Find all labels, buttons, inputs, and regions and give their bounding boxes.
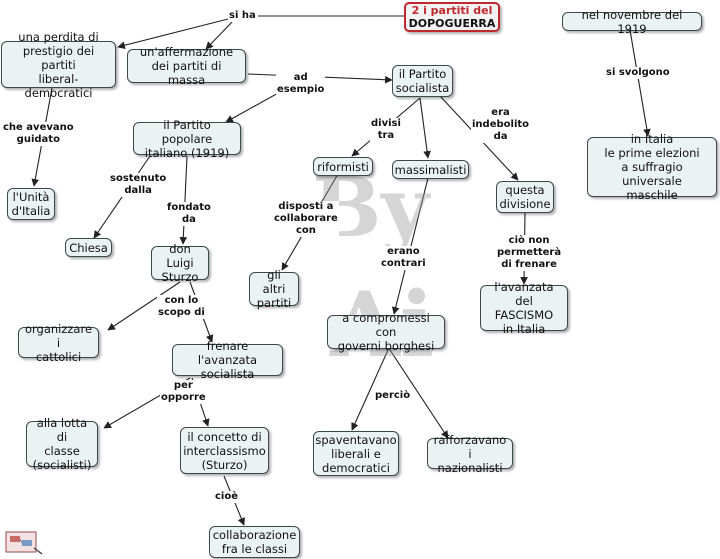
title-line-1: 2 i partiti del xyxy=(411,4,493,17)
link-cioe: cioè xyxy=(214,491,240,503)
link-sostenuto-dalla: sostenuto dalla xyxy=(109,173,168,197)
node-lotta-di-classe[interactable]: alla lotta di classe (socialisti) xyxy=(26,416,98,472)
link-erano-contrari: erano contrari xyxy=(380,246,427,270)
node-novembre-1919[interactable]: nel novembre del 1919 xyxy=(562,8,702,36)
node-chiesa[interactable]: Chiesa xyxy=(65,238,112,257)
cmap-logo-icon xyxy=(5,531,43,555)
node-massimalisti[interactable]: massimalisti xyxy=(392,160,469,179)
link-divisi-tra: divisi tra xyxy=(370,118,402,142)
link-fondato-da: fondato da xyxy=(166,202,212,226)
node-organizzare[interactable]: organizzare i cattolici xyxy=(18,322,99,364)
node-partito-socialista[interactable]: il Partito socialista xyxy=(392,65,453,97)
node-perdita[interactable]: una perdita di prestigio dei partiti lib… xyxy=(1,30,116,100)
link-si-ha: si ha xyxy=(228,10,257,22)
node-affermazione[interactable]: un'affermazione dei partiti di massa xyxy=(127,45,246,87)
node-collaborazione[interactable]: collaborazione fra le classi xyxy=(209,526,300,558)
node-frenare[interactable]: frenare l'avanzata socialista xyxy=(172,339,283,381)
node-riformisti[interactable]: riformisti xyxy=(313,157,373,176)
node-sturzo[interactable]: don Luigi Sturzo xyxy=(151,242,209,284)
node-prime-elezioni[interactable]: in Italia le prime elezioni a suffragio … xyxy=(587,132,717,202)
node-interclassismo[interactable]: il concetto di interclassismo (Sturzo) xyxy=(180,427,269,474)
link-con-lo-scopo-di: con lo scopo di xyxy=(157,295,206,319)
node-rafforzavano[interactable]: rafforzavano i nazionalisti xyxy=(427,433,513,475)
link-percio: perciò xyxy=(374,390,412,402)
node-unita[interactable]: l'Unità d'Italia xyxy=(7,188,55,220)
node-questa-divisione[interactable]: questa divisione xyxy=(496,181,554,213)
node-compromessi[interactable]: a compromessi con governi borghesi xyxy=(327,311,445,353)
link-disposti-a-collaborare: disposti a collaborare con xyxy=(273,201,339,237)
link-ad-esempio: ad esempio xyxy=(276,72,326,96)
link-per-opporre: per opporre xyxy=(160,380,207,404)
node-gli-altri-partiti[interactable]: gli altri partiti xyxy=(249,268,299,310)
link-cio-non-permettera: ciò non permetterà di frenare xyxy=(496,235,563,271)
link-che-avevano-guidato: che avevano guidato xyxy=(2,122,75,146)
link-si-svolgono: si svolgono xyxy=(605,67,671,79)
node-fascismo[interactable]: l'avanzata del FASCISMO in Italia xyxy=(480,280,568,336)
node-partito-popolare[interactable]: il Partito popolare italiano (1919) xyxy=(133,118,241,160)
link-era-indebolito-da: era indebolito da xyxy=(471,107,531,143)
node-spaventavano[interactable]: spaventavano liberali e democratici xyxy=(313,431,399,476)
title-node[interactable]: 2 i partiti del DOPOGUERRA xyxy=(404,2,500,32)
title-line-2: DOPOGUERRA xyxy=(408,17,496,30)
